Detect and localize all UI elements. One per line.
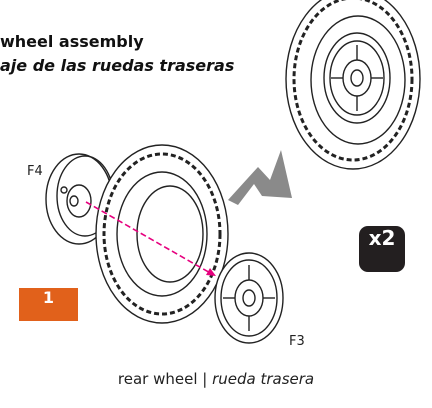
part-label-f3: F3: [289, 334, 305, 349]
tire-part: [95, 144, 229, 324]
title-english: wheel assembly: [0, 32, 144, 51]
assembly-arrow-icon: [228, 150, 292, 205]
caption-english: rear wheel: [117, 370, 198, 388]
caption-spanish: rueda trasera: [212, 370, 315, 388]
assembly-guide-line: [85, 201, 216, 276]
hub-cap-part: [45, 153, 114, 245]
assembled-wheel: [285, 0, 421, 170]
rim-part: [214, 252, 284, 344]
caption-separator: |: [197, 370, 213, 388]
title-spanish: aje de las ruedas traseras: [0, 56, 235, 75]
part-label-f4: F4: [27, 164, 43, 179]
caption: rear wheel | rueda trasera: [0, 370, 432, 388]
quantity-badge: x2: [359, 226, 405, 272]
step-number-badge: 1: [19, 288, 78, 321]
